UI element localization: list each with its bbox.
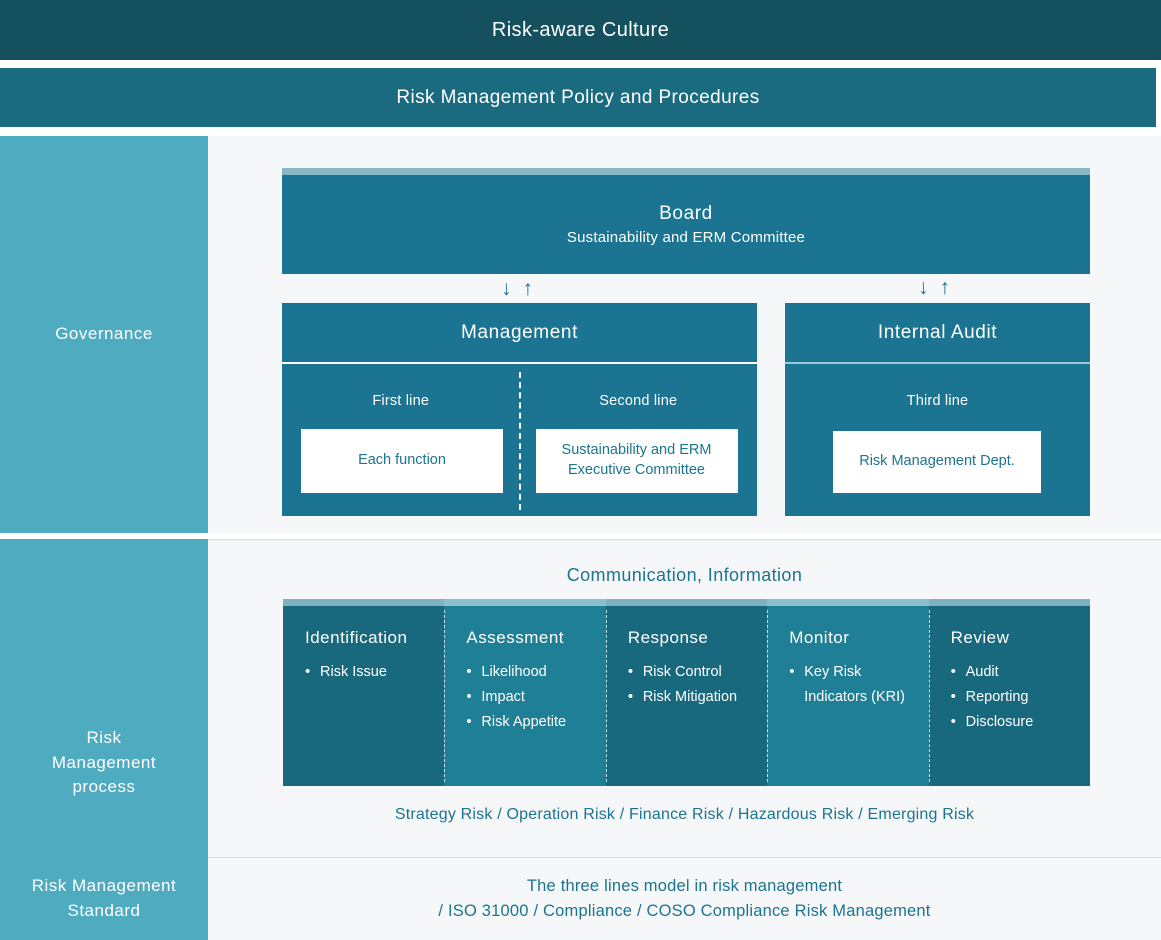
process-items-review: Audit Reporting Disclosure [951,659,1090,735]
list-item: Risk Mitigation [628,684,767,710]
risk-management-policy-banner: Risk Management Policy and Procedures [0,68,1156,127]
process-columns: Identification Risk Issue Assessment Lik… [283,599,1091,786]
list-item: Impact [466,684,605,710]
communication-information-label: Communication, Information [566,565,803,585]
list-item: Disclosure [951,709,1090,735]
risk-types-label: Strategy Risk / Operation Risk / Finance… [394,806,975,823]
process-title-monitor: Monitor [789,628,850,647]
internal-audit-box[interactable]: Internal Audit Third line Risk Managemen… [785,303,1090,516]
risk-management-policy-label: Risk Management Policy and Procedures [396,86,760,108]
governance-sidebar-text: Governance [55,324,153,344]
standard-panel: The three lines model in risk management… [208,857,1161,940]
internal-audit-lines: Third line Risk Management Dept. [785,364,1090,516]
list-item: Likelihood [466,659,605,685]
first-line-label: First line [372,393,430,409]
process-column-assessment[interactable]: Assessment Likelihood Impact Risk Appeti… [444,599,606,786]
process-items-identification: Risk Issue [305,659,444,685]
process-items-assessment: Likelihood Impact Risk Appetite [466,659,605,735]
list-item: Reporting [951,684,1090,710]
process-title-identification: Identification [305,628,408,647]
management-lines: First line Each function Second line Sus… [282,364,757,516]
process-column-identification[interactable]: Identification Risk Issue [283,599,445,786]
third-line-chip[interactable]: Risk Management Dept. [833,431,1041,493]
governance-row: Governance Board Sustainability and ERM … [0,136,1161,558]
framework-body: Governance Board Sustainability and ERM … [0,136,1161,940]
process-title-review: Review [950,628,1010,647]
management-title: Management [282,303,757,364]
third-line-column: Third line Risk Management Dept. [785,364,1090,516]
process-items-response: Risk Control Risk Mitigation [628,659,767,710]
management-box[interactable]: Management First line Each function Seco… [282,303,757,516]
first-line-column: First line Each function [282,364,520,516]
list-item: Risk Appetite [466,709,605,735]
sidebar-label-governance: Governance [0,136,208,533]
third-line-label: Third line [906,393,969,409]
list-item: Risk Issue [305,659,444,685]
management-divider [519,372,521,510]
board-subtitle: Sustainability and ERM Committee [566,229,806,246]
risk-aware-culture-banner: Risk-aware Culture [0,0,1161,60]
process-column-response[interactable]: Response Risk Control Risk Mitigation [605,599,768,786]
arrow-up-icon: ↑ [522,277,534,300]
first-line-chip[interactable]: Each function [301,429,503,493]
arrow-down-icon: ↓ [918,276,929,299]
second-line-label: Second line [599,393,678,409]
board-audit-arrows: ↓ ↑ [918,277,950,298]
process-column-review[interactable]: Review Audit Reporting Disclosure [928,599,1091,786]
arrow-up-icon: ↑ [939,276,951,299]
standard-line-1: The three lines model in risk management [526,877,843,895]
arrow-down-icon: ↓ [501,277,512,300]
internal-audit-title: Internal Audit [785,303,1090,364]
board-title: Board [659,203,713,224]
standard-line-2: / ISO 31000 / Compliance / COSO Complian… [438,902,931,920]
list-item: Key Risk Indicators (KRI) [789,659,928,710]
process-items-monitor: Key Risk Indicators (KRI) [789,659,928,710]
risk-aware-culture-label: Risk-aware Culture [491,18,670,41]
list-item: Risk Control [628,659,767,685]
list-item: Audit [951,659,1090,685]
board-management-arrows: ↓ ↑ [501,278,533,299]
process-column-monitor[interactable]: Monitor Key Risk Indicators (KRI) [767,599,929,786]
board-box[interactable]: Board Sustainability and ERM Committee [282,168,1090,274]
process-title-assessment: Assessment [466,628,564,647]
process-title-response: Response [627,628,709,647]
governance-panel: Board Sustainability and ERM Committee ↓… [208,136,1161,558]
